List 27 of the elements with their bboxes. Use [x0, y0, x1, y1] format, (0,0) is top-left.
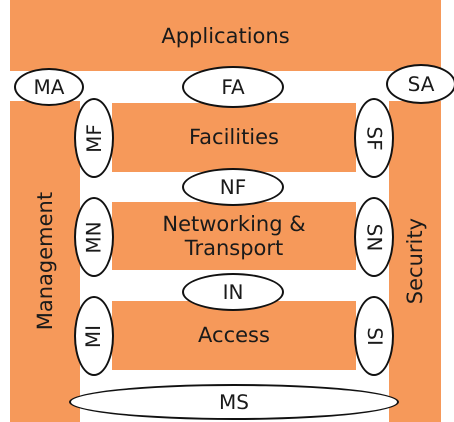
layer-label: Management — [32, 192, 58, 331]
interface-label: MA — [34, 76, 64, 98]
interface-label: MI — [82, 324, 106, 348]
layer-band — [389, 101, 441, 422]
interface-label: IN — [222, 280, 244, 304]
interface-label: MN — [82, 220, 106, 254]
layer-band — [112, 103, 356, 172]
layer-band — [112, 202, 356, 270]
layer-label: Networking & Transport — [161, 212, 307, 260]
layer-band — [112, 301, 356, 370]
interface-label: SI — [362, 326, 386, 346]
interface-ellipse — [74, 98, 114, 178]
layer-band — [10, 101, 80, 422]
interface-label: SA — [408, 72, 434, 96]
interface-label: SF — [362, 126, 386, 150]
layer-label: Security — [402, 218, 428, 305]
interface-label: MF — [82, 124, 106, 152]
interface-label: NF — [220, 176, 246, 198]
interface-label: SN — [362, 223, 386, 251]
interface-ellipse — [386, 64, 454, 104]
layer-label: Access — [198, 323, 270, 348]
interface-label: MS — [219, 390, 249, 414]
interface-ellipse — [354, 98, 394, 178]
interface-label: FA — [221, 76, 245, 98]
layer-label: Applications — [161, 24, 290, 48]
layer-band — [10, 0, 441, 71]
layer-label: Facilities — [189, 125, 279, 150]
